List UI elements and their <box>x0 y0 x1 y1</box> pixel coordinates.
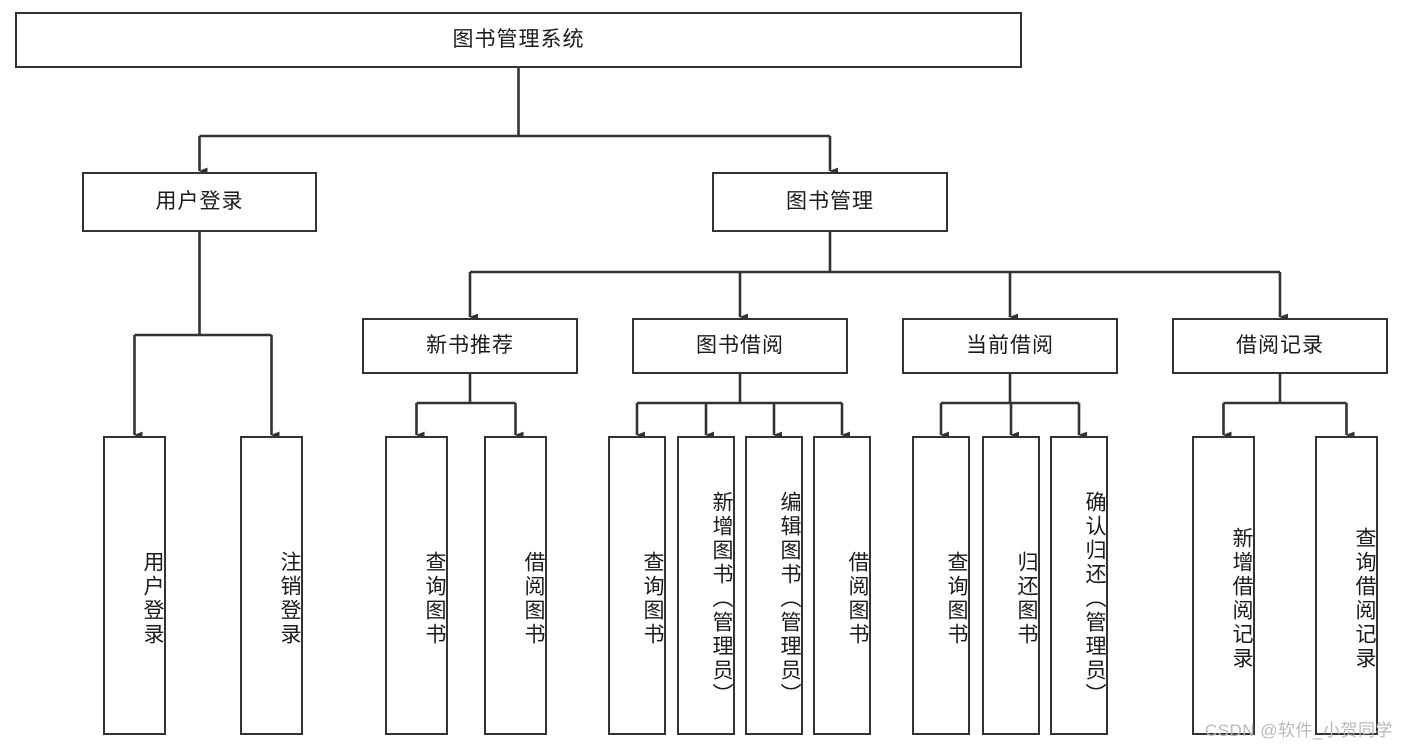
edges-group <box>133 68 1355 439</box>
node-root-system[interactable]: 图书管理系统 <box>15 12 1022 68</box>
leaf-current-confirm-return-admin[interactable]: 确认归还（管理员） <box>1050 436 1108 735</box>
node-current-borrow[interactable]: 当前借阅 <box>902 318 1118 374</box>
leaf-borrow-query-books[interactable]: 查询图书 <box>608 436 666 735</box>
leaf-user-login[interactable]: 用户登录 <box>103 436 166 735</box>
node-book-management[interactable]: 图书管理 <box>712 172 948 232</box>
leaf-record-add-borrow-record[interactable]: 新增借阅记录 <box>1192 436 1255 735</box>
leaf-newbook-query-books[interactable]: 查询图书 <box>385 436 448 735</box>
leaf-borrow-borrow-books[interactable]: 借阅图书 <box>813 436 871 735</box>
leaf-user-logout[interactable]: 注销登录 <box>240 436 303 735</box>
csdn-watermark: CSDN @软件_小贺同学 <box>1204 721 1393 740</box>
leaf-record-query-borrow-record[interactable]: 查询借阅记录 <box>1315 436 1378 735</box>
leaf-current-query-books[interactable]: 查询图书 <box>912 436 970 735</box>
node-user-login[interactable]: 用户登录 <box>82 172 317 232</box>
leaf-borrow-edit-book-admin[interactable]: 编辑图书（管理员） <box>745 436 803 735</box>
leaf-borrow-add-book-admin[interactable]: 新增图书（管理员） <box>677 436 735 735</box>
node-new-book-recommendation[interactable]: 新书推荐 <box>362 318 578 374</box>
node-book-borrow[interactable]: 图书借阅 <box>632 318 848 374</box>
node-borrow-record[interactable]: 借阅记录 <box>1172 318 1388 374</box>
leaf-current-return-books[interactable]: 归还图书 <box>982 436 1040 735</box>
leaf-newbook-borrow-books[interactable]: 借阅图书 <box>484 436 547 735</box>
